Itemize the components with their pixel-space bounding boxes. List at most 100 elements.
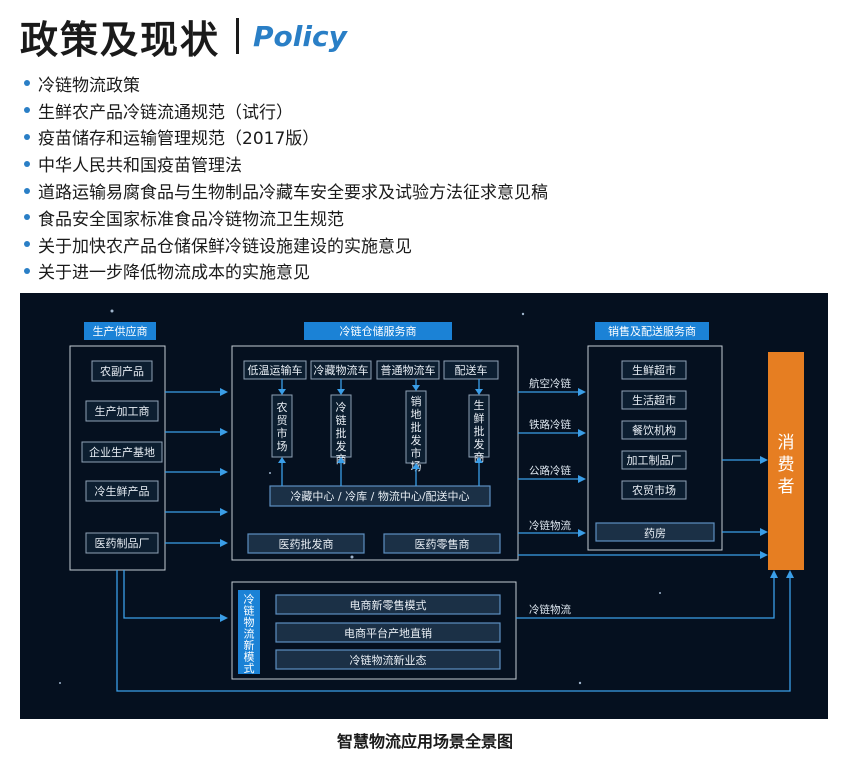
hub-label: 冷藏中心 / 冷库 / 物流中心/配送中心 <box>290 489 469 503</box>
retail-label: 农贸市场 <box>632 483 676 497</box>
market-node: 冷链批发商 <box>330 394 352 466</box>
arrow-icon <box>412 463 420 469</box>
retail-node: 加工制品厂 <box>621 450 687 470</box>
retail-node: 生鲜超市 <box>621 360 687 380</box>
retail-node: 生活超市 <box>621 390 687 410</box>
market-node: 销地批发市场 <box>405 390 427 473</box>
new-mode-label: 电商新零售模式 <box>350 598 427 612</box>
vertical-char: 者 <box>778 477 795 497</box>
arrow-icon <box>760 456 768 464</box>
policy-item: 关于加快农产品仓储保鲜冷链设施建设的实施意见 <box>20 231 548 258</box>
bullet-icon <box>24 241 30 248</box>
retail-node: 农贸市场 <box>621 480 687 500</box>
producer-label: 冷生鲜产品 <box>95 484 150 498</box>
arrow-icon <box>220 428 228 436</box>
policy-text: 道路运输易腐食品与生物制品冷藏车安全要求及试验方法征求意见稿 <box>38 183 548 204</box>
vertical-char: 批 <box>336 426 347 440</box>
vertical-char: 流 <box>244 627 255 641</box>
connector <box>123 570 220 619</box>
vertical-char: 批 <box>411 420 422 434</box>
channel-label: 冷链物流 <box>529 603 571 616</box>
arrow-icon <box>578 429 586 437</box>
market-label: 生鲜批发商 <box>474 398 485 464</box>
bullet-icon <box>24 187 30 194</box>
policy-text: 中华人民共和国疫苗管理法 <box>38 156 242 177</box>
new-mode-title: 冷链物流新模式 <box>238 590 260 675</box>
title-divider <box>236 18 240 54</box>
market-label: 冷链批发商 <box>336 401 347 466</box>
arrow-icon <box>220 614 228 622</box>
arrow-icon <box>278 457 286 463</box>
header-producers-label: 生产供应商 <box>93 324 148 338</box>
vehicle-label: 低温运输车 <box>248 363 303 377</box>
header-producers-bg <box>84 322 156 340</box>
market-node: 农贸市场 <box>271 394 293 458</box>
connector <box>116 570 791 692</box>
star <box>521 312 525 316</box>
channel-label: 公路冷链 <box>529 464 571 477</box>
policy-item: 道路运输易腐食品与生物制品冷藏车安全要求及试验方法征求意见稿 <box>20 177 548 204</box>
star <box>659 592 661 594</box>
new-mode-node: 电商新零售模式 <box>275 594 501 615</box>
vertical-char: 贸 <box>277 414 288 427</box>
policy-text: 生鲜农产品冷链流通规范（试行） <box>38 102 293 123</box>
bullet-icon <box>24 214 30 221</box>
connectors <box>116 379 794 692</box>
new-mode-node: 冷链物流新业态 <box>275 649 501 670</box>
pharma-label: 医药批发商 <box>279 537 334 551</box>
producer-node: 企业生产基地 <box>81 441 163 463</box>
producer-label: 医药制品厂 <box>95 537 150 550</box>
vertical-char: 发 <box>336 439 347 453</box>
diagram-canvas: 生产供应商 冷链仓储服务商 销售及配送服务商 农副产品 生产加工商 企业生产基地… <box>59 309 804 692</box>
arrow-icon <box>337 457 345 463</box>
diagram-caption: 智慧物流应用场景全景图 <box>336 732 513 751</box>
arrow-icon <box>760 528 768 536</box>
consumer-label: 消费者 <box>778 433 795 497</box>
vertical-char: 物 <box>244 615 255 629</box>
header-sales: 销售及配送服务商 <box>595 322 709 340</box>
retail-label: 餐饮机构 <box>632 423 676 437</box>
page-title: 政策及现状 <box>20 17 221 62</box>
bullet-icon <box>24 133 30 140</box>
vehicle-label: 配送车 <box>455 363 488 377</box>
arrow-icon <box>475 457 483 463</box>
arrow-icon <box>770 570 778 578</box>
vertical-char: 销 <box>411 394 422 408</box>
header-cold-storage: 冷链仓储服务商 <box>304 322 452 340</box>
header-cold-storage-bg <box>304 322 452 340</box>
star <box>269 472 271 474</box>
policy-item: 生鲜农产品冷链流通规范（试行） <box>20 97 548 124</box>
arrow-icon <box>220 388 228 396</box>
bullet-icon <box>24 267 30 274</box>
pharmacy-node: 药房 <box>595 522 715 542</box>
bullet-icon <box>24 80 30 87</box>
bullet-icon <box>24 160 30 167</box>
channel-label: 航空冷链 <box>529 377 571 390</box>
policy-text: 冷链物流政策 <box>38 75 140 96</box>
policy-item: 疫苗储存和运输管理规范（2017版） <box>20 124 548 151</box>
producer-node: 生产加工商 <box>85 400 159 422</box>
vertical-char: 发 <box>474 437 485 451</box>
arrow-icon <box>760 551 768 559</box>
vertical-char: 市 <box>277 426 288 440</box>
producer-label: 生产加工商 <box>95 404 150 418</box>
arrow-icon <box>412 385 420 391</box>
producer-node: 医药制品厂 <box>85 532 159 554</box>
hub-node: 冷藏中心 / 冷库 / 物流中心/配送中心 <box>269 485 491 507</box>
vertical-char: 消 <box>778 433 795 453</box>
market-label: 销地批发市场 <box>411 394 422 473</box>
market-label: 农贸市场 <box>277 400 288 453</box>
vehicle-node: 配送车 <box>443 360 499 380</box>
new-mode-label: 电商平台产地直销 <box>344 626 432 640</box>
vehicle-node: 冷藏物流车 <box>310 360 372 380</box>
header-sales-label: 销售及配送服务商 <box>608 324 696 338</box>
vertical-char: 冷 <box>336 401 347 414</box>
retail-label: 生鲜超市 <box>632 363 676 377</box>
pharma-node: 医药零售商 <box>383 533 501 554</box>
star <box>350 555 354 559</box>
arrow-icon <box>578 529 586 537</box>
policy-text: 关于加快农产品仓储保鲜冷链设施建设的实施意见 <box>38 236 412 257</box>
retail-label: 加工制品厂 <box>627 454 682 467</box>
new-mode-title-label: 冷链物流新模式 <box>244 593 255 675</box>
vertical-char: 市 <box>411 446 422 460</box>
